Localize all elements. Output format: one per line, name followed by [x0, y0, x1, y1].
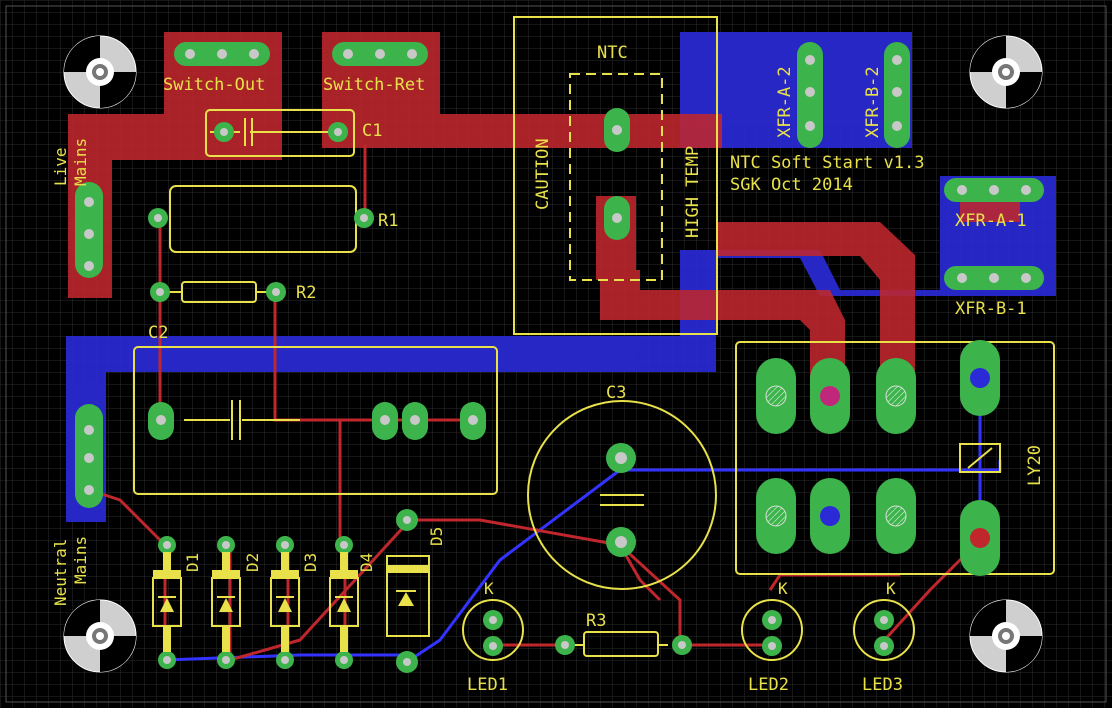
ntc-trace-top — [322, 114, 722, 148]
k1-label: K — [484, 579, 494, 598]
ntc-outline — [513, 16, 718, 335]
live-mains-pads — [75, 182, 103, 278]
led3-label: LED3 — [862, 675, 903, 695]
relay-outline — [735, 341, 1055, 575]
led2-label: LED2 — [748, 675, 789, 695]
relay-coil-symbol — [959, 443, 1001, 473]
live-mains-label: Mains — [71, 138, 90, 186]
r2-label: R2 — [296, 283, 316, 303]
xfr-a2-label: XFR-A-2 — [775, 66, 795, 138]
diode-pad-holes — [163, 516, 411, 666]
diode-pad-rails-1 — [163, 552, 171, 570]
mounting-hole-tr — [969, 35, 1043, 109]
led3-outline — [853, 599, 915, 661]
diode-pad-rails-6 — [222, 626, 230, 652]
diode-pad-rails-8 — [340, 626, 348, 652]
high-temp-label: HIGH TEMP — [683, 146, 703, 238]
xfr-b2-pads — [884, 42, 910, 148]
d5-outline — [386, 555, 430, 637]
switch-out-label: Switch-Out — [163, 75, 265, 95]
r3-label: R3 — [586, 611, 606, 631]
xfr-a1-link — [880, 200, 1020, 222]
mounting-hole-br — [969, 599, 1043, 673]
led1-outline — [462, 599, 524, 661]
r1-pads — [148, 208, 374, 228]
led-pads — [483, 610, 894, 656]
switch-out-pads — [174, 42, 270, 66]
led1-label: LED1 — [467, 675, 508, 695]
d1-label: D1 — [183, 553, 202, 572]
c1-outline — [205, 109, 355, 157]
d4-label: D4 — [357, 553, 376, 572]
r3-pads — [555, 635, 692, 655]
pads — [75, 42, 1044, 673]
diode-symbols — [153, 565, 429, 612]
neutral-mains-label: Mains — [71, 536, 90, 584]
d2-label: D2 — [243, 553, 262, 572]
k3-label: K — [886, 579, 896, 598]
diode-pad-rails-5 — [163, 626, 171, 652]
mounting-holes — [63, 35, 1043, 673]
led2-outline — [741, 599, 803, 661]
diode-pad-rails-7 — [281, 626, 289, 652]
xfr-b1-pads — [944, 266, 1044, 290]
board-outline — [5, 5, 1107, 703]
diode-pad-rails-4 — [340, 552, 348, 570]
c1-pads — [214, 122, 348, 142]
xfr-b1-label: XFR-B-1 — [955, 299, 1027, 319]
silkscreen-text: Switch-Out Switch-Ret NTC Soft Start v1.… — [51, 43, 1045, 695]
neutral-pour-h — [66, 336, 716, 372]
ntc-pads — [604, 108, 630, 240]
ntc-to-relay-trace — [600, 270, 845, 410]
c3-label: C3 — [606, 383, 626, 403]
xfr-a1-label: XFR-A-1 — [955, 211, 1027, 231]
c2-outline — [133, 346, 498, 495]
neutral-mains-pads — [75, 404, 103, 508]
live-label: Live — [51, 147, 70, 186]
board-subtitle: SGK Oct 2014 — [730, 175, 853, 195]
xfr-b2-label: XFR-B-2 — [863, 66, 883, 138]
mounting-hole-bl — [63, 599, 137, 673]
mounting-hole-tl — [63, 35, 137, 109]
diode-pad-rails-2 — [222, 552, 230, 570]
board-title: NTC Soft Start v1.3 — [730, 153, 924, 173]
xfr-a1-pads — [944, 178, 1044, 202]
switch-ret-pads — [332, 42, 428, 66]
ntc-label: NTC — [597, 43, 628, 63]
live-pour-h — [68, 114, 282, 160]
c1-label: C1 — [362, 121, 382, 141]
c3-outline — [527, 400, 717, 590]
xfr-a2-pads — [797, 42, 823, 148]
d5-label: D5 — [427, 527, 446, 546]
relay-pads — [756, 340, 1000, 576]
diode-pad-rails-3 — [281, 552, 289, 570]
r1-label: R1 — [378, 211, 398, 231]
ntc-inner-outline — [569, 73, 663, 281]
d3-label: D3 — [301, 553, 320, 572]
c3-pads — [606, 443, 636, 557]
k2-label: K — [778, 579, 788, 598]
caution-label: CAUTION — [533, 138, 553, 210]
neutral-label: Neutral — [51, 539, 70, 606]
switch-ret-label: Switch-Ret — [323, 75, 425, 95]
c2-pads — [148, 402, 486, 440]
r2-pads — [150, 282, 286, 302]
c2-label: C2 — [148, 323, 168, 343]
ly20-label: LY20 — [1025, 445, 1045, 486]
